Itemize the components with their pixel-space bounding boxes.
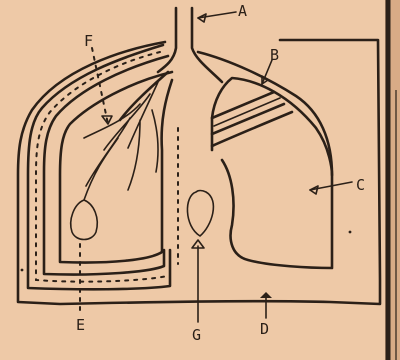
label-B: B bbox=[270, 46, 279, 64]
label-D: D bbox=[260, 320, 269, 338]
label-F: F bbox=[84, 32, 93, 50]
label-G: G bbox=[192, 326, 201, 344]
pointer-A bbox=[198, 12, 236, 22]
trachea-left bbox=[158, 8, 176, 72]
pointer-D bbox=[260, 292, 272, 318]
central-sac bbox=[187, 191, 213, 237]
chest-wall-outline bbox=[18, 40, 380, 304]
alveolus-sac bbox=[71, 200, 98, 240]
left-lung-outline bbox=[60, 72, 172, 263]
label-A: A bbox=[238, 2, 247, 20]
ink-dot bbox=[349, 231, 352, 234]
pointer-G bbox=[192, 240, 204, 322]
ink-dot-2 bbox=[21, 269, 24, 272]
left-bronchus-branches bbox=[84, 82, 158, 200]
trachea-right bbox=[192, 8, 222, 82]
right-pleura-outline bbox=[198, 52, 332, 268]
label-E: E bbox=[76, 316, 85, 334]
label-C: C bbox=[356, 176, 365, 194]
